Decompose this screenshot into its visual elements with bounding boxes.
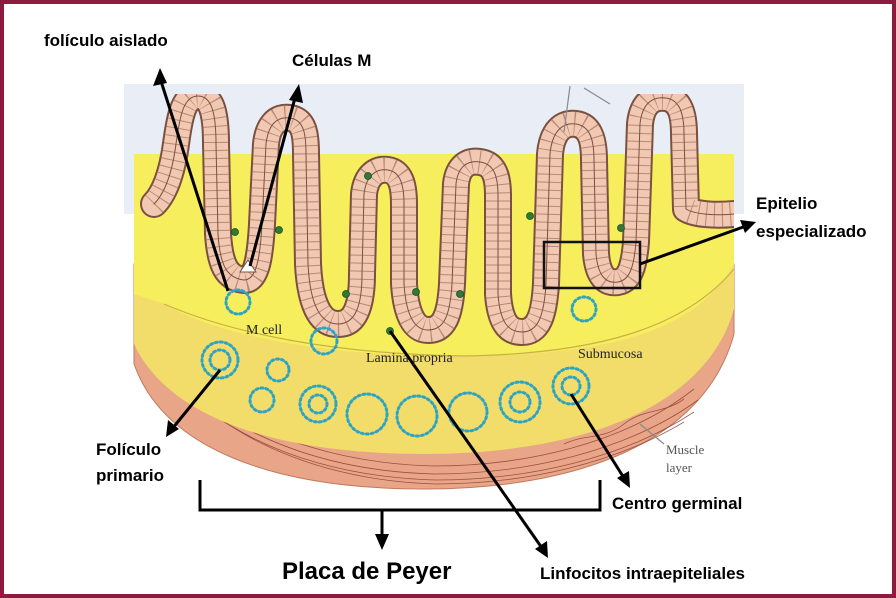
specialized-epithelium-label-line2: especializado bbox=[756, 222, 867, 241]
m-cells-label: Células M bbox=[292, 51, 371, 70]
primary-follicle-label-line1: Folículo bbox=[96, 440, 161, 459]
muscle-layer-label-line1: Muscle bbox=[666, 442, 705, 457]
muscle-layer-label-line2: layer bbox=[666, 460, 693, 475]
germinal-center-label: Centro germinal bbox=[612, 494, 742, 513]
lamina-propria-label: Lamina propria bbox=[366, 351, 453, 366]
peyer-patch-label: Placa de Peyer bbox=[282, 558, 451, 585]
specialized-epithelium-label-line1: Epitelio bbox=[756, 194, 817, 213]
peyer-patch-diagram: M cell Lamina propria Submucosa Muscle l… bbox=[4, 4, 896, 598]
isolated-follicle-label: folículo aislado bbox=[44, 31, 168, 50]
submucosa-label: Submucosa bbox=[578, 347, 643, 362]
m-cell-label: M cell bbox=[246, 323, 282, 338]
intraepithelial-lymphocytes-label: Linfocitos intraepiteliales bbox=[540, 564, 745, 583]
primary-follicle-label-line2: primario bbox=[96, 466, 164, 485]
